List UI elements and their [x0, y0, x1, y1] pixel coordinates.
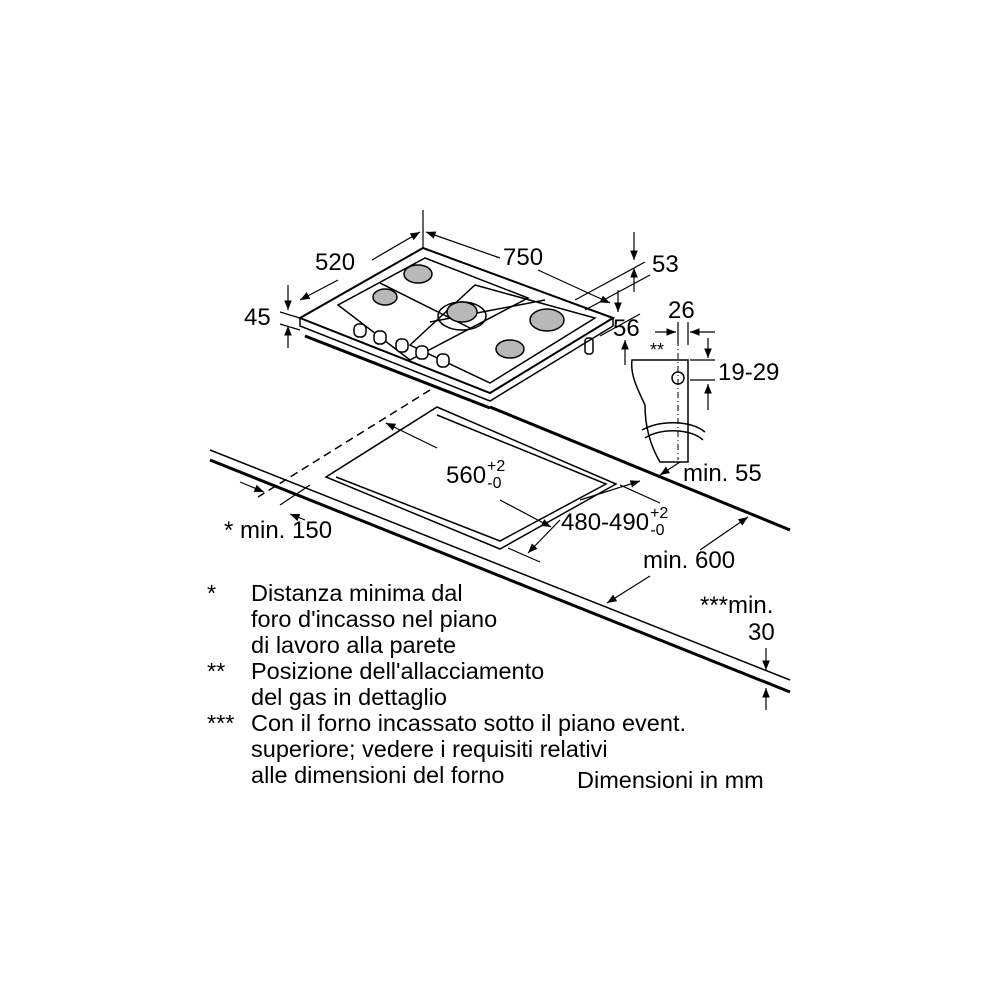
units-label: Dimensioni in mm — [577, 767, 764, 793]
dim-gas-detail-height: 19-29 — [718, 359, 779, 386]
worktop — [209, 389, 791, 694]
burner-icon — [372, 264, 565, 359]
dim-cutout-width: 560+2-0 — [446, 458, 505, 492]
dim-cutout-depth: 480-490+2-0 — [561, 505, 668, 539]
knob-icon — [353, 323, 450, 368]
dim-gas-offset-top: 53 — [652, 251, 679, 278]
dim-min-counter-depth: min. 600 — [643, 547, 735, 574]
dim-height: 45 — [244, 304, 271, 331]
gas-detail-marker: ** — [650, 340, 664, 360]
dim-width: 750 — [503, 244, 543, 271]
dim-min-back: min. 55 — [683, 460, 762, 487]
dim-min-wall: * min. 150 — [224, 517, 332, 544]
dim-gas-detail-width: 26 — [668, 297, 695, 324]
gas-connector-icon — [584, 337, 594, 355]
footnote: ***Con il forno incassato sotto il piano… — [207, 710, 687, 788]
gas-hob — [297, 246, 616, 410]
dim-min-oven-value: 30 — [748, 619, 775, 646]
gas-connection-detail — [630, 340, 706, 463]
dim-gas-offset-side: 56 — [613, 315, 640, 342]
dim-min-oven-label: ***min. — [700, 592, 773, 619]
dimension-lines — [239, 210, 770, 710]
dim-depth: 520 — [315, 249, 355, 276]
